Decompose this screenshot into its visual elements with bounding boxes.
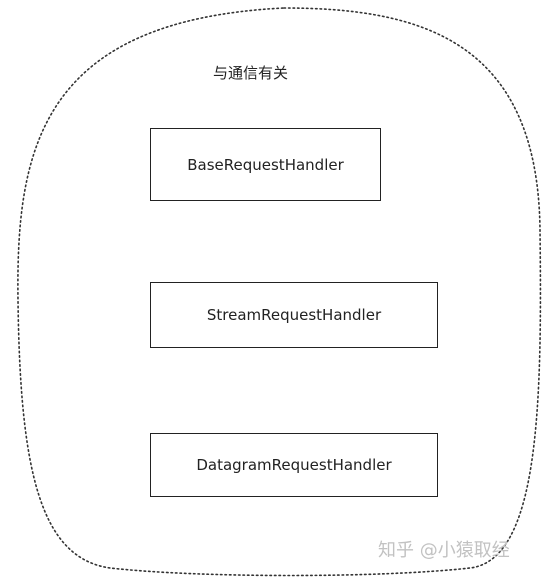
stream-request-handler-box: StreamRequestHandler: [150, 282, 438, 348]
box-label: StreamRequestHandler: [206, 306, 382, 324]
group-label: 与通信有关: [213, 64, 289, 82]
datagram-request-handler-box: DatagramRequestHandler: [150, 433, 438, 497]
box-label: BaseRequestHandler: [187, 155, 344, 174]
base-request-handler-box: BaseRequestHandler: [150, 128, 381, 201]
watermark: 知乎 @小猿取经: [378, 540, 510, 561]
box-label: DatagramRequestHandler: [196, 456, 392, 474]
